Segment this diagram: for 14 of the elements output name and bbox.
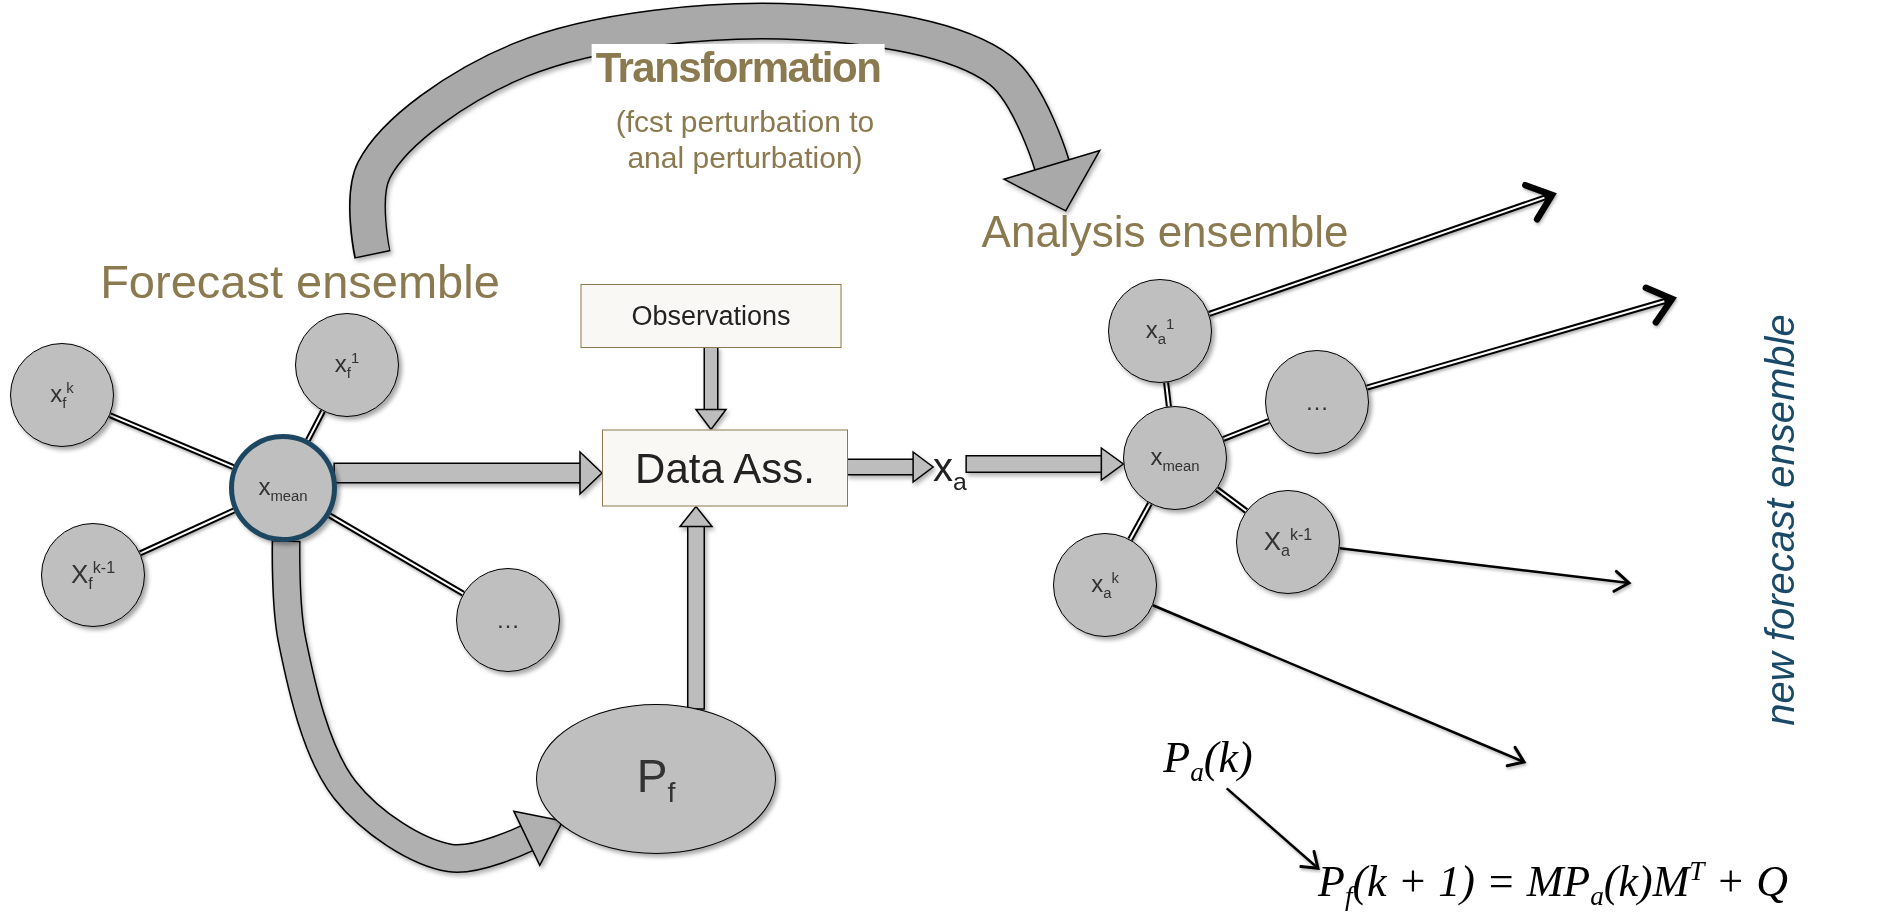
process-box: Observations [580,284,842,348]
math-formula: P$_{a}$(k) [1163,731,1253,789]
mean-circle: x$_{mean}$ [1123,406,1227,510]
heading-text: Analysis ensemble [981,207,1349,257]
math-label: x$_{a}$ [933,444,967,496]
member-circle: … [456,568,560,672]
heading-text: Forecast ensemble [100,253,500,309]
math-formula: P$_{f}$(k + 1) = MP$_{a}$(k)M$^{T}$ + Q [1318,855,1788,913]
note-text: (fcst perturbation to anal perturbation) [614,104,876,176]
member-circle: … [1265,350,1369,454]
process-box: Data Ass. [602,429,848,507]
side-label: new forecast ensemble [1757,314,1803,726]
mean-circle: x$_{mean}$ [229,434,337,542]
ellipse-node: P$_{f}$ [536,704,776,854]
